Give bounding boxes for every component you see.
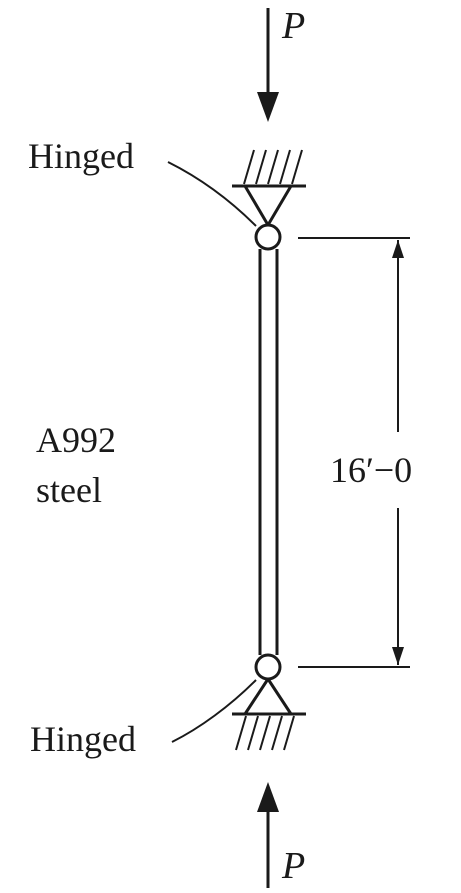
- bottom-pin: [254, 653, 282, 681]
- bottom-load-arrow: [257, 782, 279, 888]
- top-label-leader: [167, 161, 257, 227]
- top-pin: [254, 223, 282, 251]
- bottom-load-label: P: [281, 845, 305, 887]
- length-label: 16′−0: [330, 450, 412, 490]
- material-label-line1: A992: [36, 420, 116, 460]
- top-support-label: Hinged: [28, 136, 134, 176]
- bottom-support-hatch: [235, 715, 295, 751]
- material-label-line2: steel: [36, 470, 102, 510]
- bottom-label-leader: [171, 679, 257, 743]
- top-load-label: P: [281, 5, 305, 47]
- top-hinge-support: [232, 149, 306, 251]
- steel-column: [258, 249, 279, 655]
- bottom-support-label: Hinged: [30, 719, 136, 759]
- dimension-arrow-top: [392, 240, 404, 258]
- dimension-arrow-bottom: [392, 647, 404, 665]
- length-dimension: [298, 237, 410, 668]
- top-support-hatch: [243, 149, 303, 185]
- top-load-arrow: [257, 8, 279, 122]
- bottom-hinge-support: [232, 653, 306, 751]
